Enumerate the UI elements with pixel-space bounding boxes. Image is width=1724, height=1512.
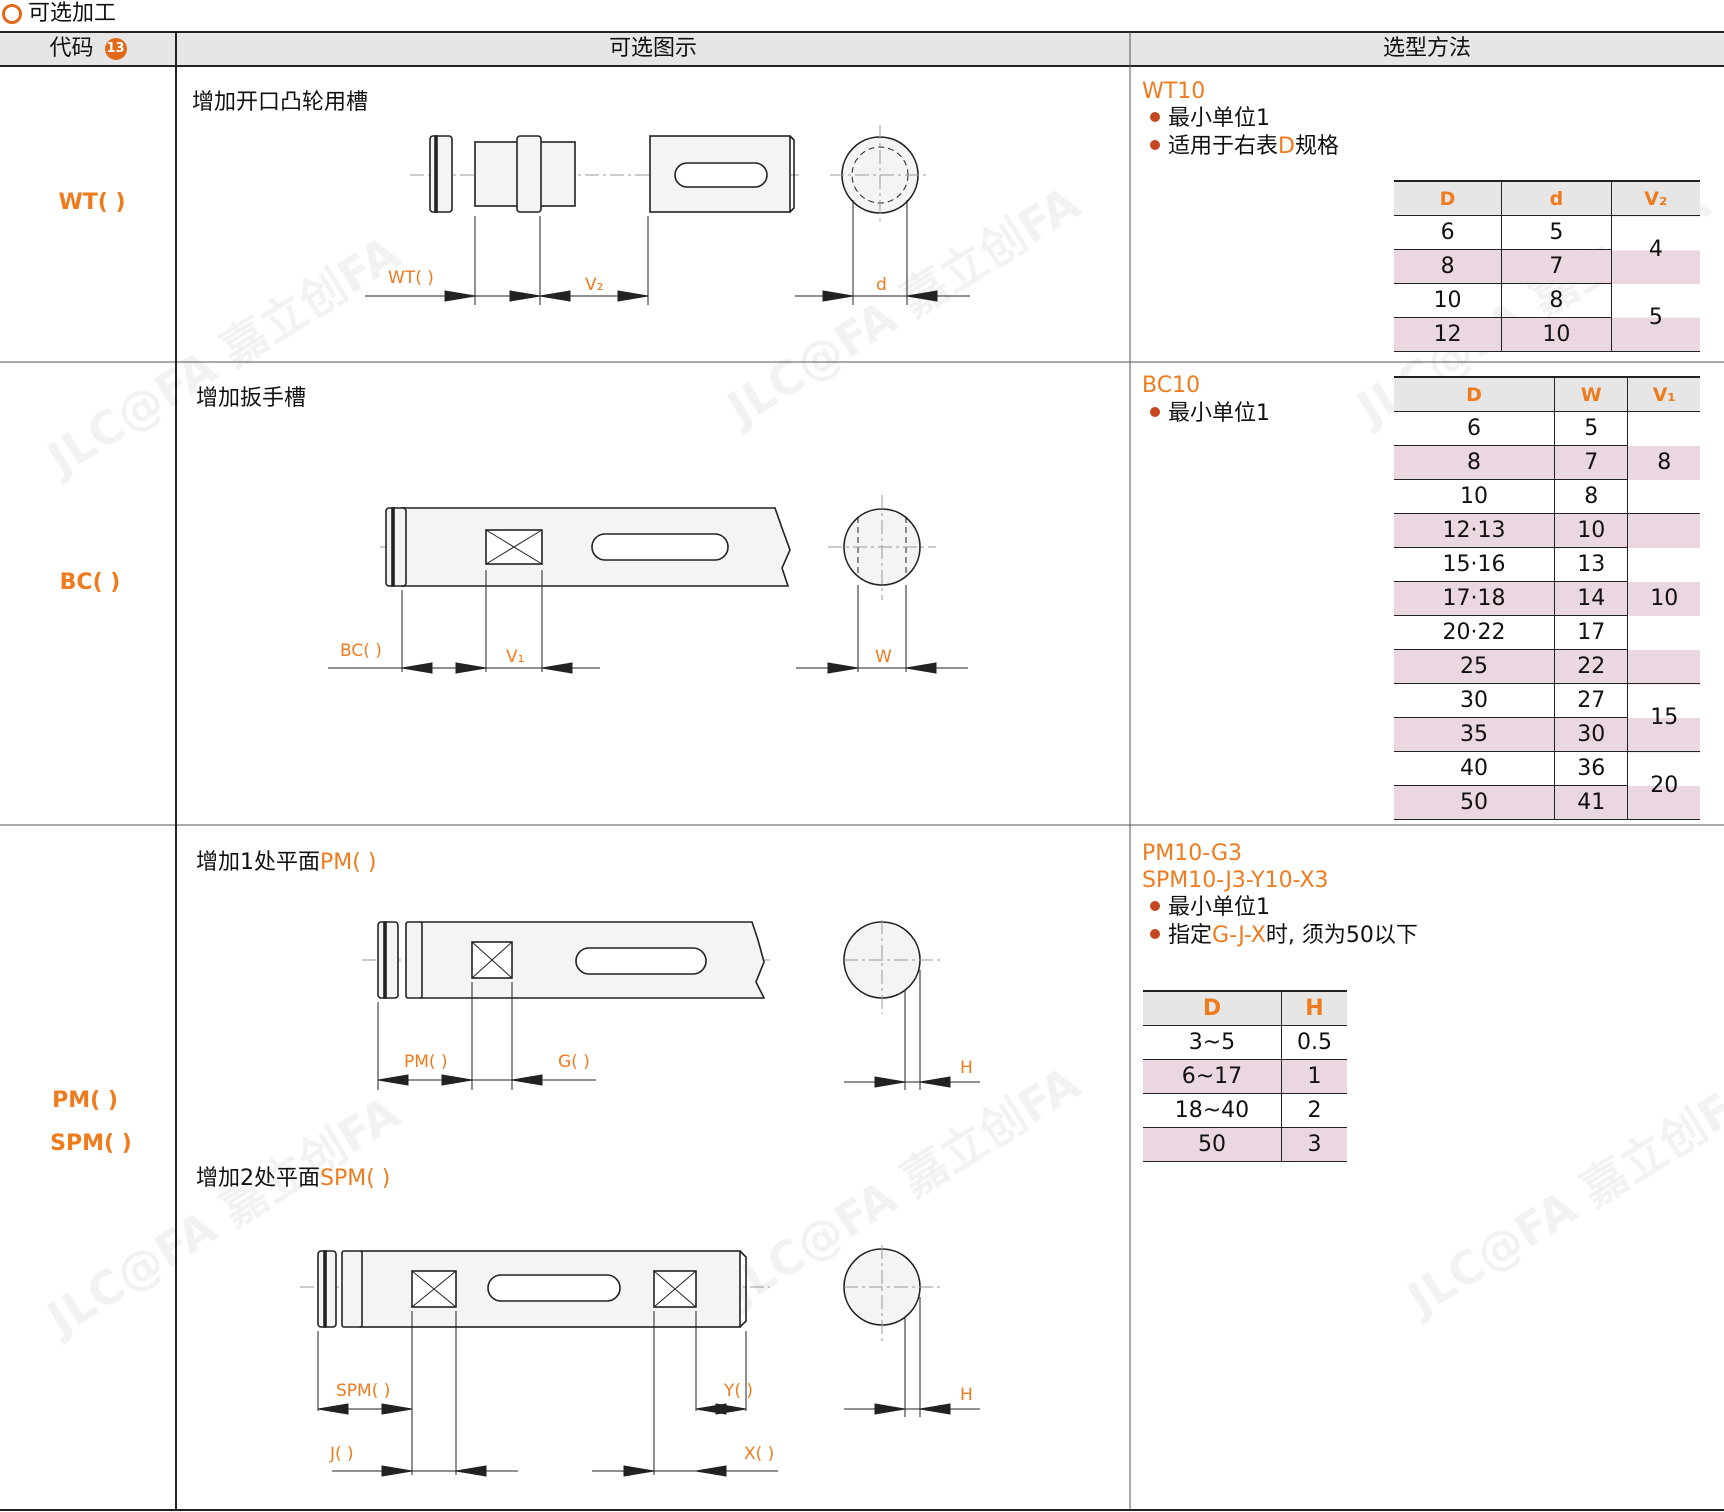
title-bc: 增加扳手槽 [196, 386, 307, 411]
header-method: 选型方法 [1382, 36, 1471, 61]
header-figure: 可选图示 [608, 36, 697, 61]
note-pm-2: 指定G-J-X时, 须为50以下 [1142, 922, 1418, 950]
badge-icon: 13 [104, 38, 127, 60]
bullet-icon [1150, 407, 1160, 417]
ring-icon [2, 4, 22, 24]
label-w: W [875, 647, 892, 667]
label-y: Y( ) [723, 1381, 753, 1401]
label-pm: PM( ) [404, 1052, 448, 1072]
code-wt: WT( ) [58, 190, 126, 215]
title-spm: 增加2处平面SPM( ) [196, 1166, 391, 1191]
drawing-pm: PM( ) G( ) H [362, 920, 980, 1090]
title-wt: 增加开口凸轮用槽 [192, 90, 369, 115]
header-code: 代码 13 [49, 36, 127, 61]
label-bc: BC( ) [340, 641, 382, 661]
bullet-icon [1150, 140, 1160, 150]
code-spm: SPM( ) [50, 1131, 132, 1156]
drawing-wt: WT( ) V₂ d [365, 125, 970, 305]
label-h2: H [960, 1385, 973, 1405]
bullet-icon [1150, 929, 1160, 939]
code-pm: PM( ) [52, 1088, 118, 1113]
label-d: d [876, 275, 887, 295]
title-pm: 增加1处平面PM( ) [196, 850, 377, 875]
note-bc-1: 最小单位1 [1142, 400, 1270, 428]
section-header: 可选加工 [0, 0, 1724, 30]
code-bc: BC( ) [59, 570, 121, 595]
label-g: G( ) [558, 1052, 590, 1072]
section-title: 可选加工 [28, 1, 117, 26]
drawing-bc: BC( ) V₁ W [328, 495, 968, 674]
example-spm: SPM10-J3-Y10-X3 [1142, 868, 1329, 893]
example-bc: BC10 [1142, 373, 1201, 398]
label-h: H [960, 1058, 973, 1078]
drawing-spm: SPM( ) Y( ) J( ) X( ) H [300, 1245, 980, 1477]
example-wt: WT10 [1142, 79, 1206, 104]
label-wt: WT( ) [388, 268, 434, 288]
label-x: X( ) [744, 1444, 774, 1464]
note-pm-1: 最小单位1 [1142, 894, 1270, 922]
bullet-icon [1150, 901, 1160, 911]
label-v2: V₂ [585, 275, 603, 295]
bullet-icon [1150, 112, 1160, 122]
label-spm: SPM( ) [336, 1381, 390, 1401]
note-wt-1: 最小单位1 [1142, 105, 1270, 133]
label-v1: V₁ [506, 647, 524, 667]
example-pm: PM10-G3 [1142, 841, 1243, 866]
note-wt-2: 适用于右表D规格 [1142, 133, 1339, 161]
label-j: J( ) [329, 1444, 354, 1464]
